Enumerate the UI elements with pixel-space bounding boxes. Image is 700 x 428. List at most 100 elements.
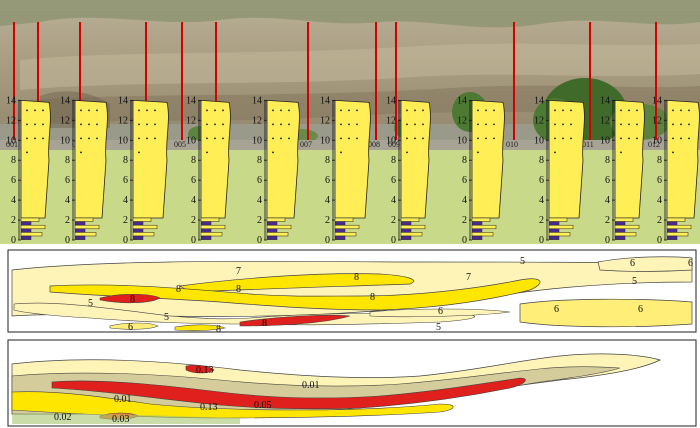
y-tick-label: 8 xyxy=(123,155,128,166)
y-tick-label: 14 xyxy=(457,95,467,106)
facies-label: 8 xyxy=(262,318,267,329)
facies-label: 8 xyxy=(354,272,359,283)
sandstone-body xyxy=(74,99,108,219)
pebble-dot xyxy=(493,137,495,140)
pebble-dot xyxy=(34,137,36,140)
pebble-dot xyxy=(214,109,216,112)
pebble-dot xyxy=(562,137,564,140)
facies-label: 5 xyxy=(88,298,93,309)
sandstone-body xyxy=(400,99,431,219)
sandstone-layer xyxy=(614,217,634,222)
y-tick-label: 10 xyxy=(6,135,16,146)
pebble-dot xyxy=(688,123,690,126)
y-tick-label: 10 xyxy=(60,135,70,146)
pebble-dot xyxy=(138,123,140,126)
pebble-dot xyxy=(96,123,98,126)
pebble-dot xyxy=(680,109,682,112)
y-tick-label: 14 xyxy=(6,95,16,106)
pebble-dot xyxy=(280,123,282,126)
pebble-dot xyxy=(348,123,350,126)
pebble-dot xyxy=(206,123,208,126)
profile-marker-label: 001 xyxy=(6,140,18,149)
pebble-dot xyxy=(672,137,674,140)
sandstone-layer xyxy=(266,224,292,230)
pebble-dot xyxy=(554,151,556,154)
y-tick-label: 0 xyxy=(462,235,467,246)
mudstone-layer xyxy=(471,235,483,240)
y-tick-label: 10 xyxy=(320,135,330,146)
pebble-dot xyxy=(356,123,358,126)
y-tick-label: 0 xyxy=(65,235,70,246)
sandstone-layer xyxy=(266,232,289,237)
pebble-dot xyxy=(672,109,674,112)
mudstone-layer xyxy=(20,235,32,240)
y-tick-label: 4 xyxy=(539,195,544,206)
porosity-label: 0.01 xyxy=(114,394,132,405)
pebble-dot xyxy=(42,109,44,112)
y-tick-label: 2 xyxy=(257,215,262,226)
pebble-dot xyxy=(477,109,479,112)
y-tick-label: 4 xyxy=(391,195,396,206)
facies-label: 5 xyxy=(520,256,525,267)
sandstone-layer xyxy=(400,224,426,230)
mudstone-layer xyxy=(20,221,32,226)
pebble-dot xyxy=(477,123,479,126)
facies-label: 6 xyxy=(554,304,559,315)
sandstone-body xyxy=(20,99,51,219)
y-tick-label: 14 xyxy=(386,95,396,106)
mudstone-layer xyxy=(471,221,483,226)
pebble-dot xyxy=(680,123,682,126)
y-tick-label: 0 xyxy=(391,235,396,246)
pebble-dot xyxy=(272,109,274,112)
sandstone-layer xyxy=(74,217,94,222)
y-tick-label: 14 xyxy=(652,95,662,106)
sandstone-layer xyxy=(132,232,155,237)
mudstone-layer xyxy=(334,221,346,226)
sandstone-layer xyxy=(471,232,494,237)
profile-marker-label: 007 xyxy=(300,140,312,149)
y-tick-label: 0 xyxy=(257,235,262,246)
y-tick-label: 14 xyxy=(252,95,262,106)
mudstone-layer xyxy=(74,221,86,226)
sandstone-layer xyxy=(132,217,152,222)
pebble-dot xyxy=(34,123,36,126)
pebble-dot xyxy=(222,123,224,126)
sandstone-body xyxy=(548,99,585,219)
y-tick-label: 14 xyxy=(320,95,330,106)
sandstone-layer xyxy=(200,217,220,222)
sandstone-layer xyxy=(666,217,686,222)
sandstone-body xyxy=(471,99,505,219)
pebble-dot xyxy=(636,123,638,126)
y-tick-label: 4 xyxy=(325,195,330,206)
y-tick-label: 6 xyxy=(191,175,196,186)
y-tick-label: 2 xyxy=(462,215,467,226)
y-tick-label: 6 xyxy=(391,175,396,186)
pebble-dot xyxy=(80,151,82,154)
pebble-dot xyxy=(628,123,630,126)
mudstone-layer xyxy=(200,235,212,240)
facies-label: 5 xyxy=(164,312,169,323)
pebble-dot xyxy=(356,137,358,140)
pebble-dot xyxy=(554,137,556,140)
facies-label: 7 xyxy=(236,266,241,277)
mudstone-layer xyxy=(334,228,346,233)
pebble-dot xyxy=(206,137,208,140)
y-tick-label: 14 xyxy=(600,95,610,106)
mudstone-layer xyxy=(200,228,212,233)
y-tick-label: 0 xyxy=(539,235,544,246)
pebble-dot xyxy=(636,137,638,140)
facies-label: 6 xyxy=(438,306,443,317)
mudstone-layer xyxy=(666,228,678,233)
pebble-dot xyxy=(570,123,572,126)
pebble-dot xyxy=(340,123,342,126)
mudstone-layer xyxy=(548,228,560,233)
pebble-dot xyxy=(222,109,224,112)
mudstone-layer xyxy=(614,228,626,233)
pebble-dot xyxy=(562,123,564,126)
sandstone-body xyxy=(266,99,300,219)
pebble-dot xyxy=(406,109,408,112)
